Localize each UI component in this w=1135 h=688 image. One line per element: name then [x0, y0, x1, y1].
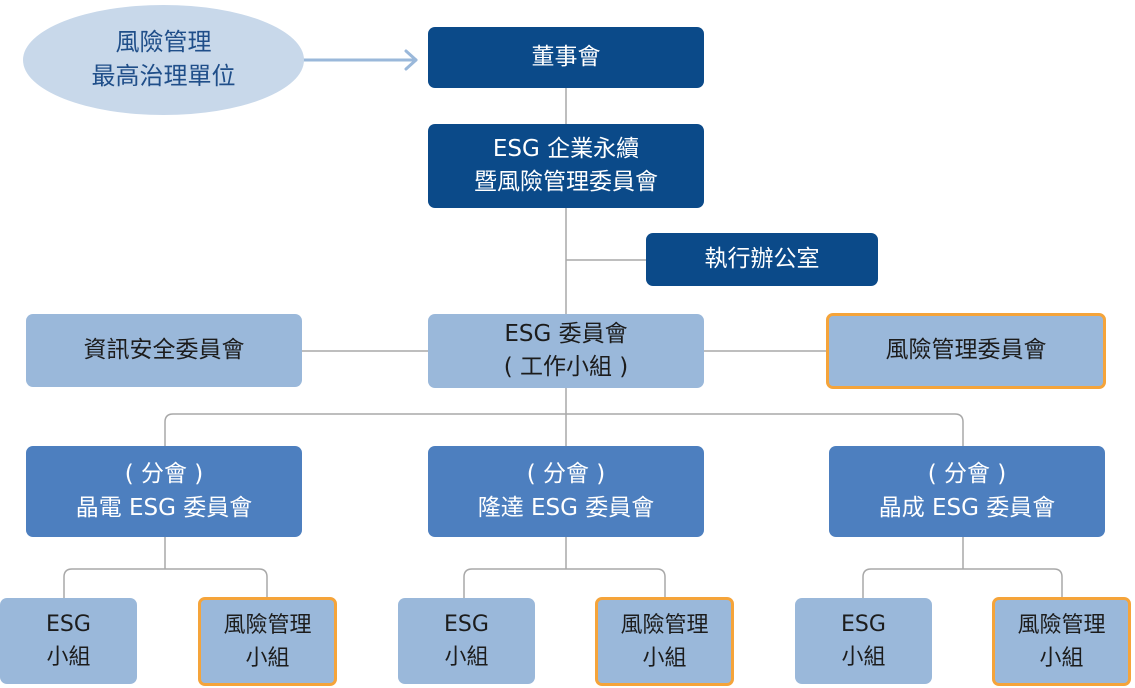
arrow-icon [300, 49, 418, 71]
esg-group-line1: ESG [46, 612, 91, 637]
branch-name: 晶電 ESG 委員會 [75, 494, 253, 521]
branch-tag: ( 分會 ) [124, 461, 204, 488]
risk-committee-box: 風險管理委員會 [826, 313, 1106, 389]
branch-name: 晶成 ESG 委員會 [878, 494, 1056, 521]
risk-group-line1: 風險管理 [1017, 612, 1106, 638]
connector [463, 568, 666, 598]
esg-group-line1: ESG [841, 612, 886, 637]
esg-group-line2: 小組 [841, 645, 886, 670]
esg-risk-committee-line1: ESG 企業永續 [492, 135, 640, 162]
board-label: 董事會 [531, 43, 601, 70]
esg-group-box: ESG 小組 [0, 598, 137, 684]
risk-committee-label: 風險管理委員會 [885, 337, 1047, 364]
risk-group-line2: 小組 [245, 645, 290, 671]
exec-office-box: 執行辦公室 [646, 233, 878, 286]
esg-committee-line2: ( 工作小組 ) [503, 354, 629, 380]
esg-group-line2: 小組 [46, 645, 91, 670]
branch-committee-box: ( 分會 ) 隆達 ESG 委員會 [428, 446, 704, 537]
esg-risk-committee-box: ESG 企業永續 暨風險管理委員會 [428, 124, 704, 208]
branch-committee-box: ( 分會 ) 晶電 ESG 委員會 [26, 446, 302, 537]
risk-group-line1: 風險管理 [223, 612, 312, 638]
risk-group-box: 風險管理 小組 [992, 597, 1131, 686]
esg-group-box: ESG 小組 [795, 598, 932, 684]
risk-group-box: 風險管理 小組 [595, 597, 734, 686]
connector [63, 568, 268, 598]
branch-tag: ( 分會 ) [526, 461, 606, 488]
top-label-line1: 風險管理 [115, 28, 212, 57]
esg-risk-committee-line2: 暨風險管理委員會 [474, 169, 658, 195]
board-box: 董事會 [428, 27, 704, 88]
branch-committee-box: ( 分會 ) 晶成 ESG 委員會 [829, 446, 1105, 537]
esg-group-box: ESG 小組 [398, 598, 535, 684]
connector [862, 568, 1063, 598]
esg-committee-line1: ESG 委員會 [504, 320, 628, 347]
top-governance-label: 風險管理 最高治理單位 [23, 5, 304, 115]
connector [164, 413, 964, 446]
risk-group-line1: 風險管理 [620, 612, 709, 638]
esg-group-line2: 小組 [444, 645, 489, 670]
risk-group-line2: 小組 [642, 645, 687, 671]
esg-group-line1: ESG [444, 612, 489, 637]
top-label-line2: 最高治理單位 [91, 62, 236, 90]
branch-name: 隆達 ESG 委員會 [477, 494, 655, 521]
exec-office-label: 執行辦公室 [704, 245, 820, 272]
branch-tag: ( 分會 ) [927, 461, 1007, 488]
risk-group-box: 風險管理 小組 [198, 597, 337, 686]
esg-committee-box: ESG 委員會 ( 工作小組 ) [428, 314, 704, 388]
infosec-committee-label: 資訊安全委員會 [83, 336, 245, 363]
risk-group-line2: 小組 [1039, 645, 1084, 671]
infosec-committee-box: 資訊安全委員會 [26, 314, 302, 387]
